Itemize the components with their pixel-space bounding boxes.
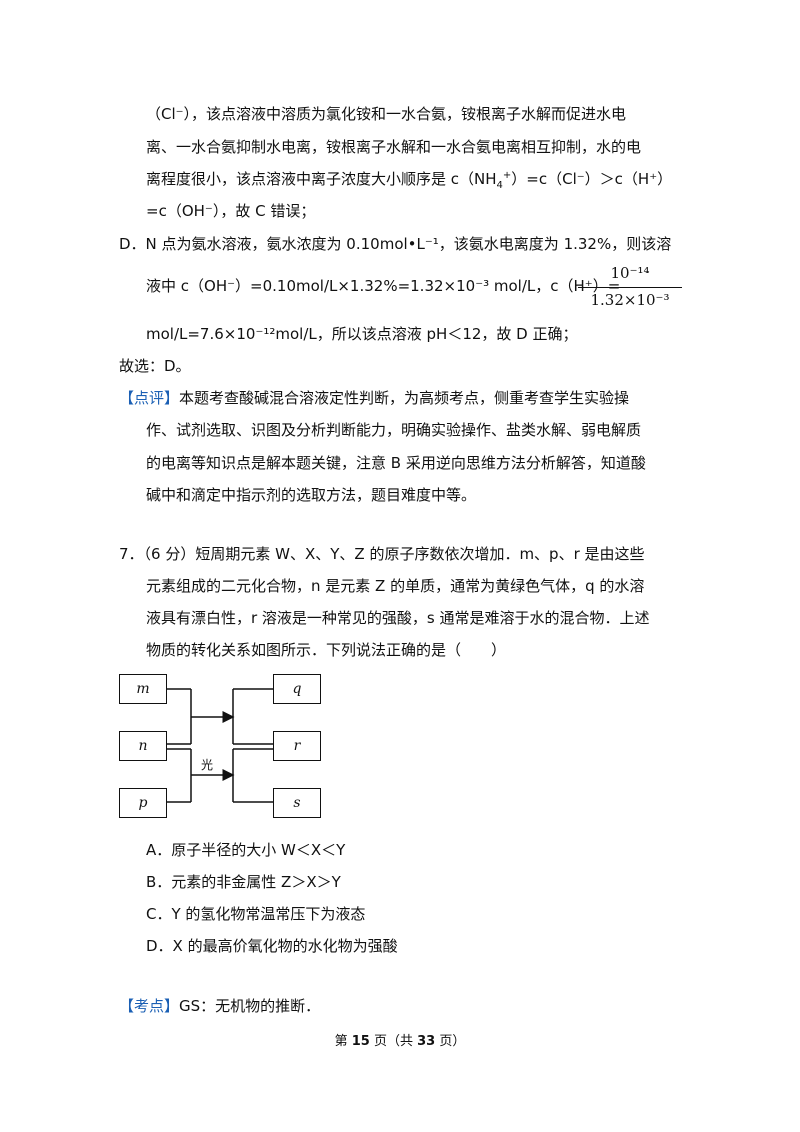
- nh4-subscript: 4: [496, 180, 503, 191]
- analysis-c-line-3-b: ）=c（Cl⁻）＞c（H⁺）: [511, 170, 673, 188]
- conversion-diagram: m n p q r s 光: [119, 672, 329, 828]
- kaodian-text: GS：无机物的推断．: [179, 997, 321, 1015]
- box-q: q: [273, 674, 321, 704]
- page-footer: 第 15 页（共 33 页）: [0, 1030, 800, 1049]
- box-p: p: [119, 788, 167, 818]
- option-b: B．元素的非金属性 Z＞X＞Y: [146, 873, 341, 891]
- analysis-d-line-3: mol/L=7.6×10⁻¹²mol/L，所以该点溶液 pH＜12，故 D 正确…: [146, 325, 578, 343]
- analysis-c-line-2: 离、一水合氨抑制水电离，铵根离子水解和一水合氨电离相互抑制，水的电: [146, 138, 642, 156]
- box-r: r: [273, 731, 321, 761]
- analysis-d-line-1: D．N 点为氨水溶液，氨水浓度为 0.10mol•L⁻¹，该氨水电离度为 1.3…: [119, 235, 672, 253]
- option-c: C．Y 的氢化物常温常压下为液态: [146, 905, 366, 923]
- analysis-d-line-2: 液中 c（OH⁻）=0.10mol/L×1.32%=1.32×10⁻³ mol/…: [146, 277, 621, 295]
- option-a: A．原子半径的大小 W＜X＜Y: [146, 841, 346, 859]
- footer-total-pages: 33: [417, 1034, 436, 1049]
- option-d: D．X 的最高价氧化物的水化物为强酸: [146, 937, 398, 955]
- question-7-line-3: 液具有漂白性，r 溶液是一种常见的强酸，s 通常是难溶于水的混合物．上述: [146, 609, 650, 627]
- comment-line-4: 碱中和滴定中指示剂的选取方法，题目难度中等。: [146, 486, 477, 504]
- analysis-c-line-1: （Cl⁻），该点溶液中溶质为氯化铵和一水合氨，铵根离子水解而促进水电: [146, 105, 627, 123]
- kaodian-tag: 【考点】: [119, 997, 180, 1015]
- analysis-c-line-3-a: 离程度很小，该点溶液中离子浓度大小顺序是 c（NH: [146, 170, 497, 188]
- answer-line: 故选：D。: [119, 357, 191, 375]
- box-n: n: [119, 731, 167, 761]
- fraction-numerator: 10⁻¹⁴: [610, 264, 650, 282]
- comment-text-1: 本题考查酸碱混合溶液定性判断，为高频考点，侧重考查学生实验操: [179, 389, 630, 407]
- fraction-denominator: 1.32×10⁻³: [590, 291, 670, 309]
- footer-suffix: 页）: [435, 1034, 466, 1049]
- comment-tag: 【点评】: [119, 389, 180, 407]
- light-label: 光: [201, 758, 214, 772]
- kaodian-line: 【考点】GS：无机物的推断．: [119, 996, 320, 1016]
- box-s: s: [273, 788, 321, 818]
- footer-prefix: 第: [334, 1034, 352, 1049]
- footer-page-number: 15: [351, 1034, 370, 1049]
- fraction-bar: [578, 287, 682, 288]
- comment-line-1: 【点评】本题考查酸碱混合溶液定性判断，为高频考点，侧重考查学生实验操: [119, 388, 629, 408]
- question-7-line-2: 元素组成的二元化合物，n 是元素 Z 的单质，通常为黄绿色气体，q 的水溶: [146, 577, 645, 595]
- comment-line-3: 的电离等知识点是解本题关键，注意 B 采用逆向思维方法分析解答，知道酸: [146, 454, 646, 472]
- hydrogen-ion-fraction: 10⁻¹⁴ 1.32×10⁻³: [578, 262, 682, 314]
- comment-line-2: 作、试剂选取、识图及分析判断能力，明确实验操作、盐类水解、弱电解质: [146, 421, 642, 439]
- nh4-superscript: +: [502, 170, 512, 181]
- question-7-line-4: 物质的转化关系如图所示．下列说法正确的是（ ）: [146, 641, 507, 659]
- diagram-connectors: [167, 688, 273, 803]
- footer-middle: 页（共: [369, 1034, 418, 1049]
- analysis-c-line-3: 离程度很小，该点溶液中离子浓度大小顺序是 c（NH4+）=c（Cl⁻）＞c（H⁺…: [146, 169, 673, 191]
- box-m: m: [119, 674, 167, 704]
- analysis-c-line-4: =c（OH⁻），故 C 错误；: [146, 202, 316, 220]
- question-7-line-1: 7．（6 分）短周期元素 W、X、Y、Z 的原子序数依次增加．m、p、r 是由这…: [119, 545, 645, 563]
